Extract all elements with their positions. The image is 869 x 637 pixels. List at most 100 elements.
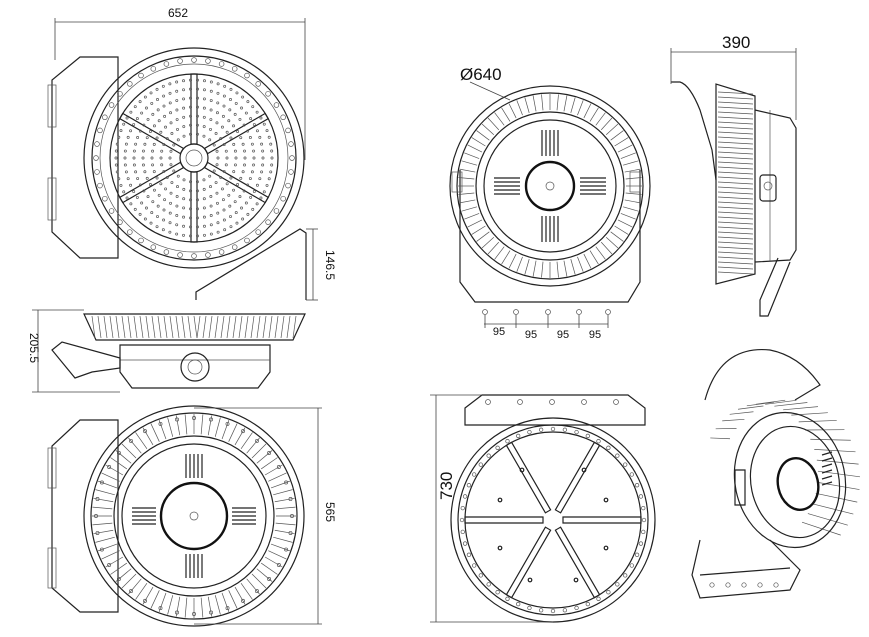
fin-line	[169, 315, 174, 339]
led-chip	[124, 142, 128, 146]
heat-fin	[600, 241, 613, 255]
led-chip	[176, 127, 179, 131]
led-chip	[269, 142, 273, 146]
led-chip	[250, 142, 254, 146]
led-chip	[202, 197, 206, 201]
led-chip	[203, 233, 206, 237]
mount-hole	[773, 582, 779, 588]
edge-led	[466, 483, 472, 488]
led-chip	[221, 114, 225, 118]
vent-slot	[821, 475, 833, 480]
heat-fin	[605, 236, 619, 249]
heat-fin	[167, 417, 174, 437]
led-chip	[182, 115, 186, 119]
edge-led	[527, 429, 532, 435]
led-chip	[162, 104, 166, 108]
edge-led	[127, 81, 133, 87]
fin-line	[717, 126, 754, 130]
fin-dot	[209, 417, 213, 422]
iso-fin	[801, 521, 841, 536]
led-chip	[189, 234, 192, 238]
edge-led	[273, 208, 280, 214]
led-chip	[129, 110, 133, 114]
edge-led	[280, 195, 286, 202]
led-spoke	[562, 516, 642, 524]
heat-fin	[487, 117, 500, 131]
mount-hole	[513, 309, 519, 315]
dim-hole-2: 95	[525, 329, 537, 341]
view-side-depth: 390	[670, 33, 797, 317]
fin-dot	[95, 531, 100, 535]
led-chip	[114, 156, 118, 160]
led-chip	[209, 80, 213, 84]
view-isometric	[691, 349, 860, 599]
led-chip	[258, 135, 262, 139]
led-chip	[224, 149, 228, 153]
edge-led	[641, 505, 646, 511]
edge-led	[138, 72, 144, 79]
heat-fin	[524, 97, 530, 113]
mount-hole	[545, 309, 551, 315]
led-chip	[170, 132, 174, 135]
fin-line	[226, 315, 231, 339]
led-chip	[255, 110, 259, 114]
mount-hole	[725, 582, 731, 588]
heat-fin	[275, 522, 296, 526]
led-chip	[216, 156, 220, 160]
edge-led	[244, 237, 250, 244]
edge-led	[638, 541, 644, 546]
led-chip	[234, 156, 238, 160]
iso-fin	[722, 418, 745, 422]
heat-fin	[270, 543, 290, 552]
heat-fin	[214, 417, 221, 437]
heat-fin	[570, 259, 576, 275]
fin-line	[717, 221, 754, 225]
edge-led	[191, 57, 197, 63]
led-chip	[223, 84, 227, 88]
led-chip	[219, 137, 223, 141]
heat-fin	[101, 550, 120, 560]
led-chip	[251, 105, 255, 109]
edge-led	[97, 127, 103, 134]
edge-led	[94, 169, 100, 175]
fin-line	[127, 315, 132, 339]
led-chip	[260, 142, 264, 146]
heat-fin	[623, 160, 639, 166]
edge-led	[460, 529, 465, 535]
led-chip	[161, 84, 165, 88]
fin-line	[717, 206, 754, 210]
fin-line	[717, 251, 754, 255]
led-chip	[175, 118, 179, 121]
heat-fin	[92, 506, 113, 510]
heat-fin	[464, 152, 480, 159]
led-chip	[196, 114, 199, 118]
edge-led	[273, 102, 280, 108]
reflector-dot	[581, 467, 587, 473]
led-chip	[115, 170, 119, 174]
dim-hole-3: 95	[557, 329, 569, 341]
led-chip	[182, 224, 186, 228]
iso-fin	[710, 437, 731, 440]
led-chip	[136, 136, 140, 139]
fin-line	[717, 231, 754, 235]
led-chip	[169, 163, 173, 167]
led-chip	[149, 221, 153, 225]
heat-fin	[467, 144, 483, 153]
led-chip	[140, 111, 144, 115]
heat-fin	[256, 568, 273, 582]
edge-led	[550, 608, 556, 614]
led-chip	[129, 202, 133, 206]
led-chip	[160, 149, 164, 153]
reflector-dot	[527, 577, 533, 583]
led-chip	[175, 80, 179, 84]
heat-fin	[207, 596, 213, 617]
led-chip	[246, 129, 250, 133]
mount-hole	[549, 399, 555, 405]
led-chip	[227, 119, 231, 123]
heat-fin	[467, 219, 483, 228]
led-spoke	[203, 161, 270, 204]
led-chip	[225, 156, 229, 160]
led-chip	[146, 117, 150, 121]
led-chip	[156, 215, 159, 219]
led-chip	[132, 123, 136, 126]
